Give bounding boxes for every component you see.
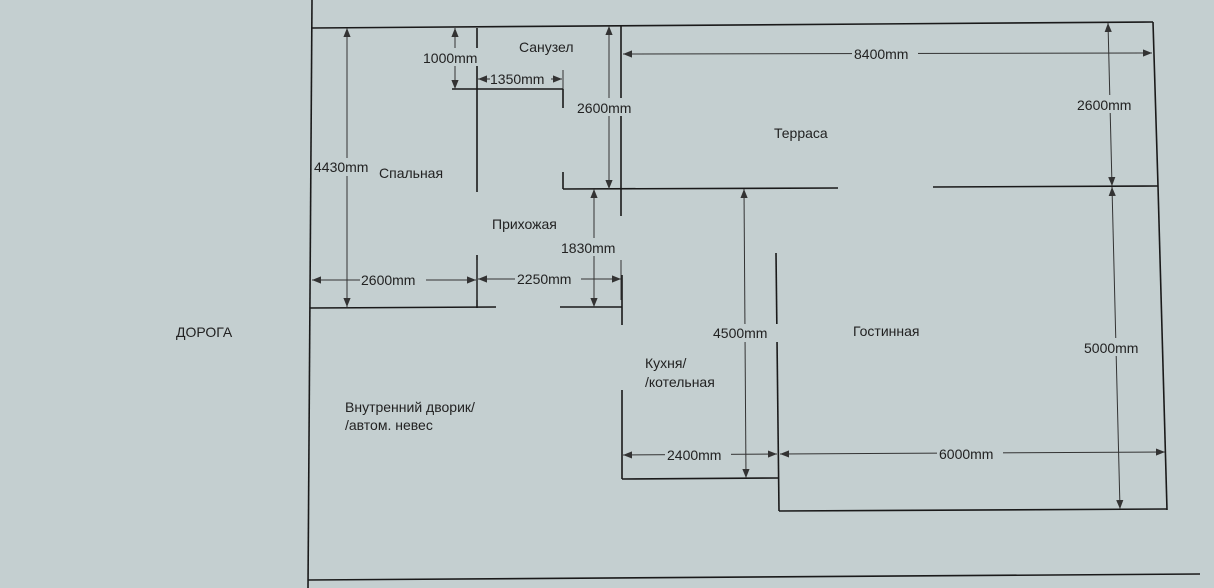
dim-terrace-width: 8400mm [854, 46, 908, 62]
wall-plot-left [307, 0, 313, 588]
label-kitchen-line2: /котельная [645, 374, 715, 390]
wall-top [311, 21, 1154, 29]
walls [307, 0, 1201, 588]
wall-living-bottom [778, 508, 1168, 512]
dim-living-width: 6000mm [939, 446, 993, 462]
label-road: ДОРОГА [176, 324, 233, 340]
room-labels: ДОРОГА Санузел Терраса Спальная Прихожая… [176, 39, 920, 433]
dimension-lines [312, 22, 1166, 510]
label-courtyard-line1: Внутренний дворик/ [345, 399, 475, 415]
label-bedroom: Спальная [379, 165, 443, 181]
label-terrace: Терраса [774, 125, 828, 141]
label-bathroom: Санузел [519, 39, 574, 55]
dim-living-height: 5000mm [1084, 340, 1138, 356]
dim-bath-top-height: 1000mm [423, 50, 477, 66]
label-courtyard-line2: /автом. невес [345, 417, 433, 433]
dim-bedroom-width: 2600mm [361, 272, 415, 288]
dim-hall-width: 2250mm [517, 271, 571, 287]
dim-bath-width: 1350mm [490, 71, 544, 87]
wall-kitchen-bottom [621, 477, 780, 480]
dim-hall-height: 1830mm [561, 240, 615, 256]
label-hallway: Прихожая [492, 216, 557, 232]
label-kitchen-line1: Кухня/ [645, 355, 686, 371]
dim-terrace-height: 2600mm [1077, 97, 1131, 113]
dim-bath-height: 2600mm [577, 100, 631, 116]
wall-living-left [775, 252, 780, 512]
wall-right-living [1157, 185, 1168, 511]
wall-right-terrace [1152, 21, 1159, 187]
wall-bedroom-bottom [309, 306, 497, 309]
label-living-room: Гостинная [853, 323, 920, 339]
dim-kitchen-width: 2400mm [667, 447, 721, 463]
wall-plot-bottom [307, 573, 1201, 581]
dim-kitchen-height: 4500mm [713, 325, 767, 341]
dimension-labels: 1000mm 1350mm 2600mm 8400mm 2600mm 4430m… [313, 44, 1149, 464]
wall-terrace-bottom-right [932, 185, 1159, 188]
dim-bedroom-height: 4430mm [314, 159, 368, 175]
wall-terrace-bottom-left [562, 187, 839, 190]
